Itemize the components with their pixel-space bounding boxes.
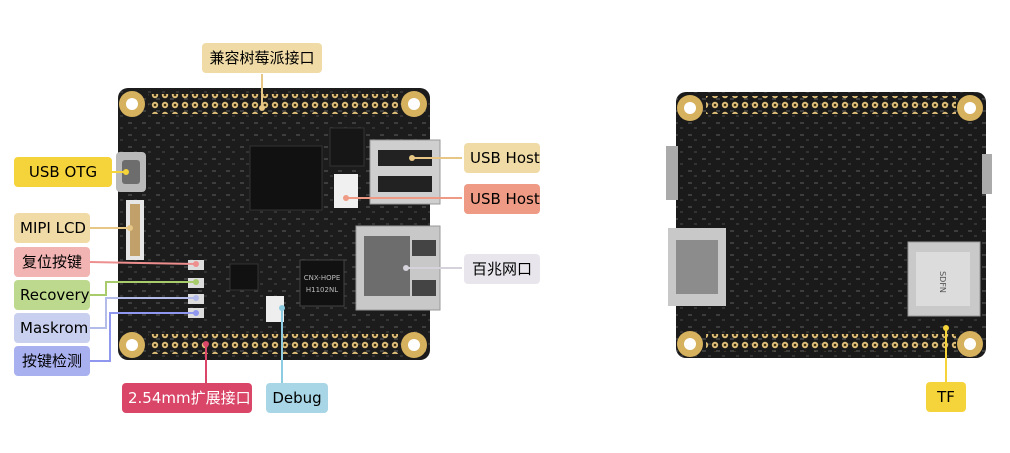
label-rpi-header: 兼容树莓派接口 xyxy=(202,43,322,73)
usb-host-port xyxy=(369,139,441,205)
expansion-header-pins xyxy=(148,334,398,354)
soc-chip xyxy=(249,145,323,211)
label-key-detect: 按键检测 xyxy=(14,346,90,376)
label-usb-otg: USB OTG xyxy=(14,157,112,187)
label-usb-host-2: USB Host xyxy=(464,184,540,214)
magnetics-mark-1: CNX-HOPE xyxy=(304,274,341,282)
magnetics-mark-2: H1102NL xyxy=(306,286,338,294)
label-ethernet: 百兆网口 xyxy=(464,254,540,284)
label-mipi-lcd: MIPI LCD xyxy=(14,213,90,243)
label-recovery: Recovery xyxy=(14,280,90,310)
back-board: SDFN xyxy=(666,92,992,358)
mounting-holes xyxy=(119,91,427,358)
label-maskrom: Maskrom xyxy=(14,313,90,343)
label-usb-host-1: USB Host xyxy=(464,143,540,173)
label-debug: Debug xyxy=(266,383,328,413)
rpi-header-pins xyxy=(148,94,398,114)
tf-slot-mark: SDFN xyxy=(938,271,947,293)
label-reset-key: 复位按键 xyxy=(14,247,90,277)
front-board: CNX-HOPE H1102NL xyxy=(116,88,441,360)
debug-connector xyxy=(266,296,284,322)
label-tf: TF xyxy=(926,382,966,412)
leader-lines xyxy=(89,74,949,384)
label-expansion: 2.54mm扩展接口 xyxy=(122,383,252,413)
